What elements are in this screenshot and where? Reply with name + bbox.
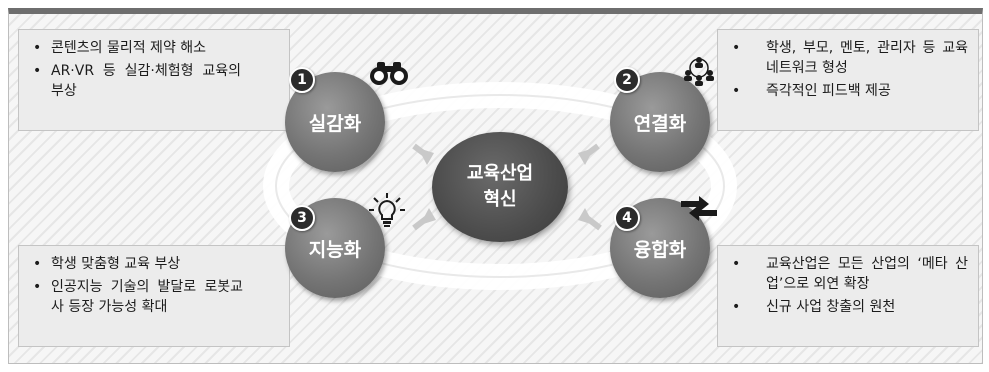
- bullet-item: 학생 맞춤형 교육 부상: [31, 254, 279, 274]
- lightbulb-icon: [369, 193, 405, 227]
- binoculars-icon: [370, 62, 408, 85]
- bullet-item: 콘텐츠의 물리적 제약 해소: [31, 38, 279, 58]
- infobox-2: 학생, 부모, 멘토, 관리자 등 교육 네트워크 형성 즉각적인 피드백 제공: [717, 29, 979, 131]
- node-label: 실감화: [308, 112, 362, 135]
- node-label: 지능화: [308, 238, 362, 261]
- node-label: 융합화: [633, 238, 687, 261]
- arrow-node3-shaft: [412, 212, 433, 231]
- center-label-line1: 교육산업: [466, 163, 534, 184]
- node-number-badge: 1: [289, 67, 315, 93]
- bullet-item: 학생, 부모, 멘토, 관리자 등 교육 네트워크 형성: [730, 38, 968, 78]
- arrow-node1-shaft: [412, 143, 432, 161]
- center-node: 교육산업 혁신: [432, 132, 568, 242]
- arrow-node4-shaft: [581, 212, 602, 231]
- bullet-item: 신규 사업 창출의 원천: [730, 297, 968, 317]
- merge-arrows-icon: [681, 196, 717, 221]
- infobox-4: 교육산업은 모든 산업의 ‘메타 산업’으로 외연 확장 신규 사업 창출의 원…: [717, 245, 979, 347]
- node-number-badge: 4: [614, 205, 640, 231]
- node-2: 연결화: [610, 72, 710, 172]
- bullet-item: 즉각적인 피드백 제공: [730, 81, 968, 101]
- node-number-badge: 3: [289, 205, 315, 231]
- infobox-1: 콘텐츠의 물리적 제약 해소 AR·VR 등 실감·체험형 교육의 부상: [18, 29, 290, 131]
- node-number-badge: 2: [614, 67, 640, 93]
- bullet-item: 교육산업은 모든 산업의 ‘메타 산업’으로 외연 확장: [730, 254, 968, 294]
- bullet-item: AR·VR 등 실감·체험형 교육의 부상: [31, 61, 279, 101]
- arrow-node2-shaft: [580, 143, 600, 161]
- bullet-item: 인공지능 기술의 발달로 로봇교사 등장 가능성 확대: [31, 277, 279, 317]
- center-label-line2: 혁신: [483, 189, 517, 210]
- infobox-3: 학생 맞춤형 교육 부상 인공지능 기술의 발달로 로봇교사 등장 가능성 확대: [18, 245, 290, 347]
- node-label: 연결화: [633, 112, 687, 135]
- network-people-icon: [684, 57, 714, 86]
- cycle-ring-inner-shade: [275, 94, 725, 278]
